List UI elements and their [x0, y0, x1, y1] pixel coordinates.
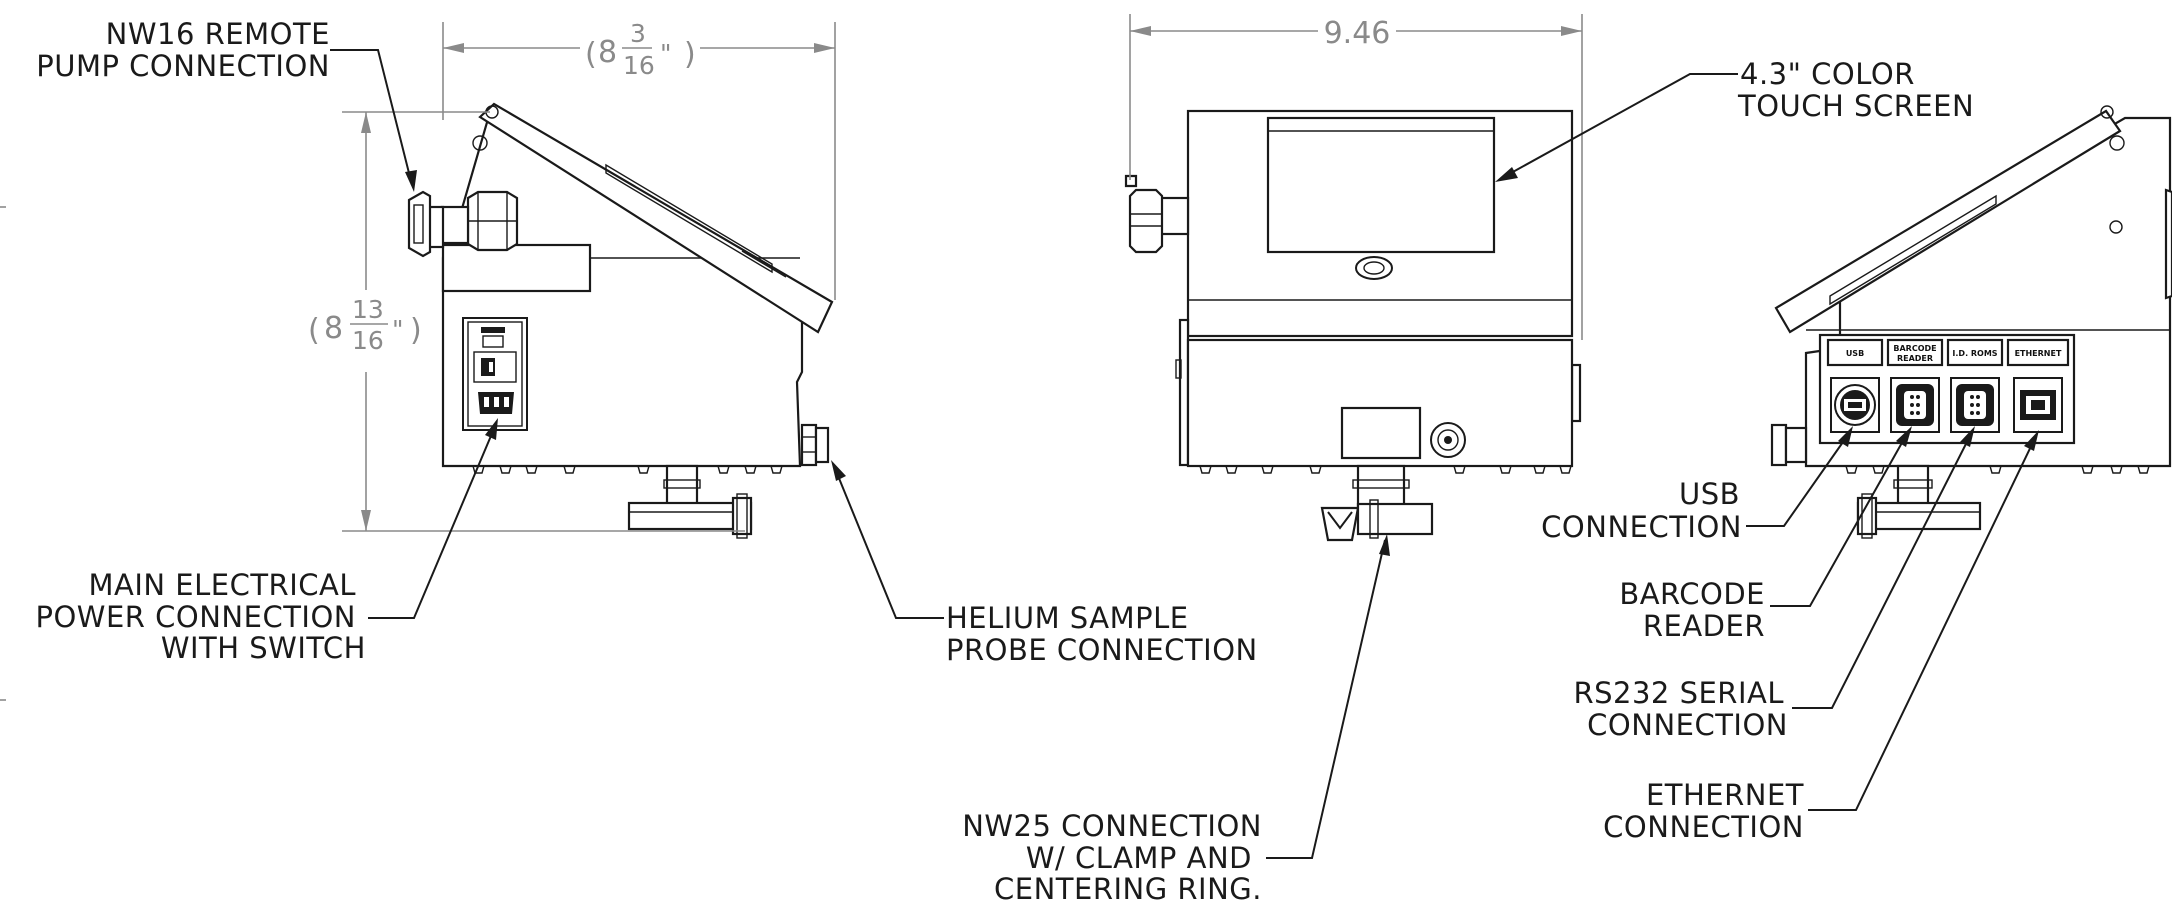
svg-text:": "	[660, 39, 672, 68]
screen-callout-line1: 4.3" COLOR	[1740, 57, 1915, 91]
callout-barcode: BARCODE READER	[1619, 426, 1912, 643]
pump-callout-line2: PUMP CONNECTION	[36, 49, 330, 83]
svg-text:): )	[684, 37, 696, 72]
left-side-view: ( 8 3 16 " ) ( 8 13 16 " ) NW16 REMOTE	[0, 17, 1258, 701]
svg-text:(: (	[585, 37, 597, 72]
barcode-callout-line2: READER	[1643, 609, 1765, 643]
callout-pump: NW16 REMOTE PUMP CONNECTION	[36, 17, 417, 192]
left-dim-height: ( 8 13 16 " )	[308, 111, 745, 532]
right-side-view: USB BARCODE READER I.D. ROMS ETHERNET	[1541, 105, 2172, 844]
barcode-callout-line1: BARCODE	[1619, 577, 1765, 611]
dim-width-numerator: 3	[630, 19, 646, 48]
nw25-callout-line2: W/ CLAMP AND	[1026, 841, 1252, 875]
front-dim-width: 9.46	[1129, 14, 1583, 340]
front-pump-knob	[1124, 174, 1190, 254]
power-callout-line3: WITH SWITCH	[161, 631, 366, 665]
panel-label-usb-box	[1826, 338, 1884, 367]
screen-callout-line2: TOUCH SCREEN	[1737, 89, 1974, 123]
svg-text:READER: READER	[1897, 354, 1933, 363]
front-screen	[1266, 116, 1496, 254]
power-callout-line1: MAIN ELECTRICAL	[88, 568, 356, 602]
front-button-icon	[1355, 256, 1393, 280]
left-nw25-fitting	[627, 464, 753, 539]
helium-probe-fitting	[800, 423, 830, 467]
usb-callout-line1: USB	[1679, 477, 1740, 511]
usb-callout-line2: CONNECTION	[1541, 510, 1742, 544]
dim-height-numerator: 13	[352, 295, 384, 324]
dim-height-denominator: 16	[352, 326, 384, 355]
power-callout-line2: POWER CONNECTION	[35, 600, 356, 634]
usb-port-icon	[1830, 377, 1880, 433]
svg-text:): )	[410, 313, 422, 348]
nw25-callout-line3: CENTERING RING.	[994, 872, 1262, 906]
dim-9-46: 9.46	[1324, 16, 1391, 51]
panel-label-barcode: BARCODE	[1893, 344, 1936, 353]
callout-rs232: RS232 SERIAL CONNECTION	[1573, 426, 1975, 742]
pump-callout-line1: NW16 REMOTE	[106, 17, 330, 51]
pump-fitting	[407, 190, 519, 258]
rs232-callout-line1: RS232 SERIAL	[1573, 676, 1784, 710]
connector-panel: USB BARCODE READER I.D. ROMS ETHERNET	[1818, 333, 2076, 445]
nw25-callout-line1: NW25 CONNECTION	[962, 809, 1262, 843]
ethernet-port-icon	[2013, 377, 2063, 433]
callout-screen: 4.3" COLOR TOUCH SCREEN	[1495, 57, 1974, 182]
rs232-callout-line2: CONNECTION	[1587, 708, 1788, 742]
callout-usb: USB CONNECTION	[1541, 426, 1853, 544]
dim-width-whole: 8	[598, 35, 617, 70]
front-nw25-fitting	[1320, 464, 1434, 542]
svg-text:(: (	[308, 313, 320, 348]
ethernet-callout-line2: CONNECTION	[1603, 810, 1804, 844]
callout-ethernet: ETHERNET CONNECTION	[1603, 430, 2039, 844]
callout-power: MAIN ELECTRICAL POWER CONNECTION WITH SW…	[35, 418, 498, 665]
callout-helium: HELIUM SAMPLE PROBE CONNECTION	[831, 460, 1258, 667]
ethernet-callout-line1: ETHERNET	[1646, 778, 1804, 812]
left-display-lid	[478, 102, 834, 334]
label-plate	[441, 243, 592, 293]
callout-nw25: NW25 CONNECTION W/ CLAMP AND CENTERING R…	[962, 534, 1390, 906]
dim-width-denominator: 16	[623, 51, 655, 80]
barcode-port-icon	[1890, 377, 1940, 433]
right-nw25-fitting	[1856, 464, 1982, 539]
left-dim-width: ( 8 3 16 " )	[442, 19, 836, 300]
helium-callout-line2: PROBE CONNECTION	[946, 633, 1258, 667]
panel-label-idroms: I.D. ROMS	[1952, 349, 1997, 358]
rs232-port-icon	[1950, 377, 2000, 433]
helium-callout-line1: HELIUM SAMPLE	[946, 601, 1189, 635]
lid-hinge-icon	[472, 135, 488, 151]
front-view: 9.46 4.3" COLOR TOUCH SCREEN NW25 CONNEC…	[962, 14, 1974, 906]
panel-label-usb: USB	[1846, 349, 1864, 358]
panel-label-ethernet: ETHERNET	[2015, 349, 2062, 358]
dim-height-whole: 8	[324, 311, 343, 346]
svg-text:": "	[392, 315, 404, 344]
